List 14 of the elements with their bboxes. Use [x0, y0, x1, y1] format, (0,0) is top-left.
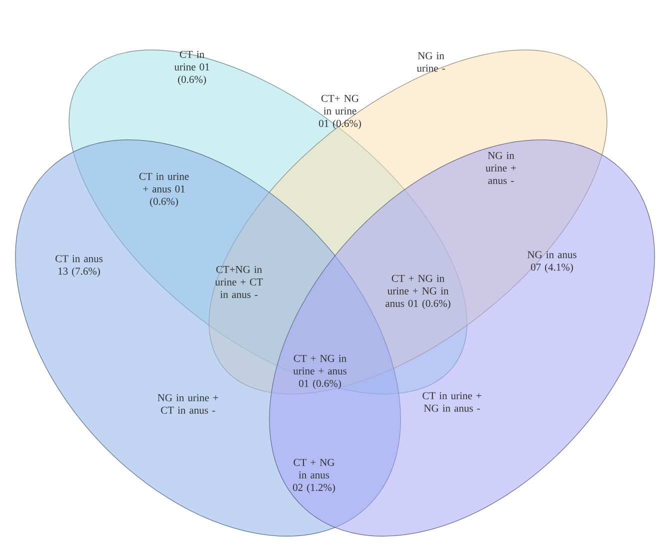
region-label: CT in urine + NG in anus - [422, 392, 482, 412]
region-label: CT in anus 13 (7.6%) [56, 255, 103, 277]
region-label: NG in urine - [416, 52, 445, 72]
region-label: CT in urine + anus 01 (0.6%) [139, 172, 189, 208]
region-label: CT+NG in urine + CT in anus - [215, 266, 263, 298]
region-label: CT in urine 01 (0.6%) [174, 50, 210, 86]
region-label: NG in urine + CT in anus - [158, 394, 218, 414]
region-label: CT + NG in anus 02 (1.2%) [292, 458, 335, 494]
set-ellipse [269, 140, 655, 536]
region-label: CT + NG in urine + NG in anus 01 (0.6%) [386, 274, 450, 310]
region-label: NG in urine + anus - [486, 152, 516, 184]
region-label: CT+ NG in urine 01 (0.6%) [318, 94, 361, 130]
region-label: NG in anus 07 (4.1%) [528, 251, 576, 273]
region-label: CT + NG in urine + anus 01 (0.6%) [293, 354, 346, 390]
